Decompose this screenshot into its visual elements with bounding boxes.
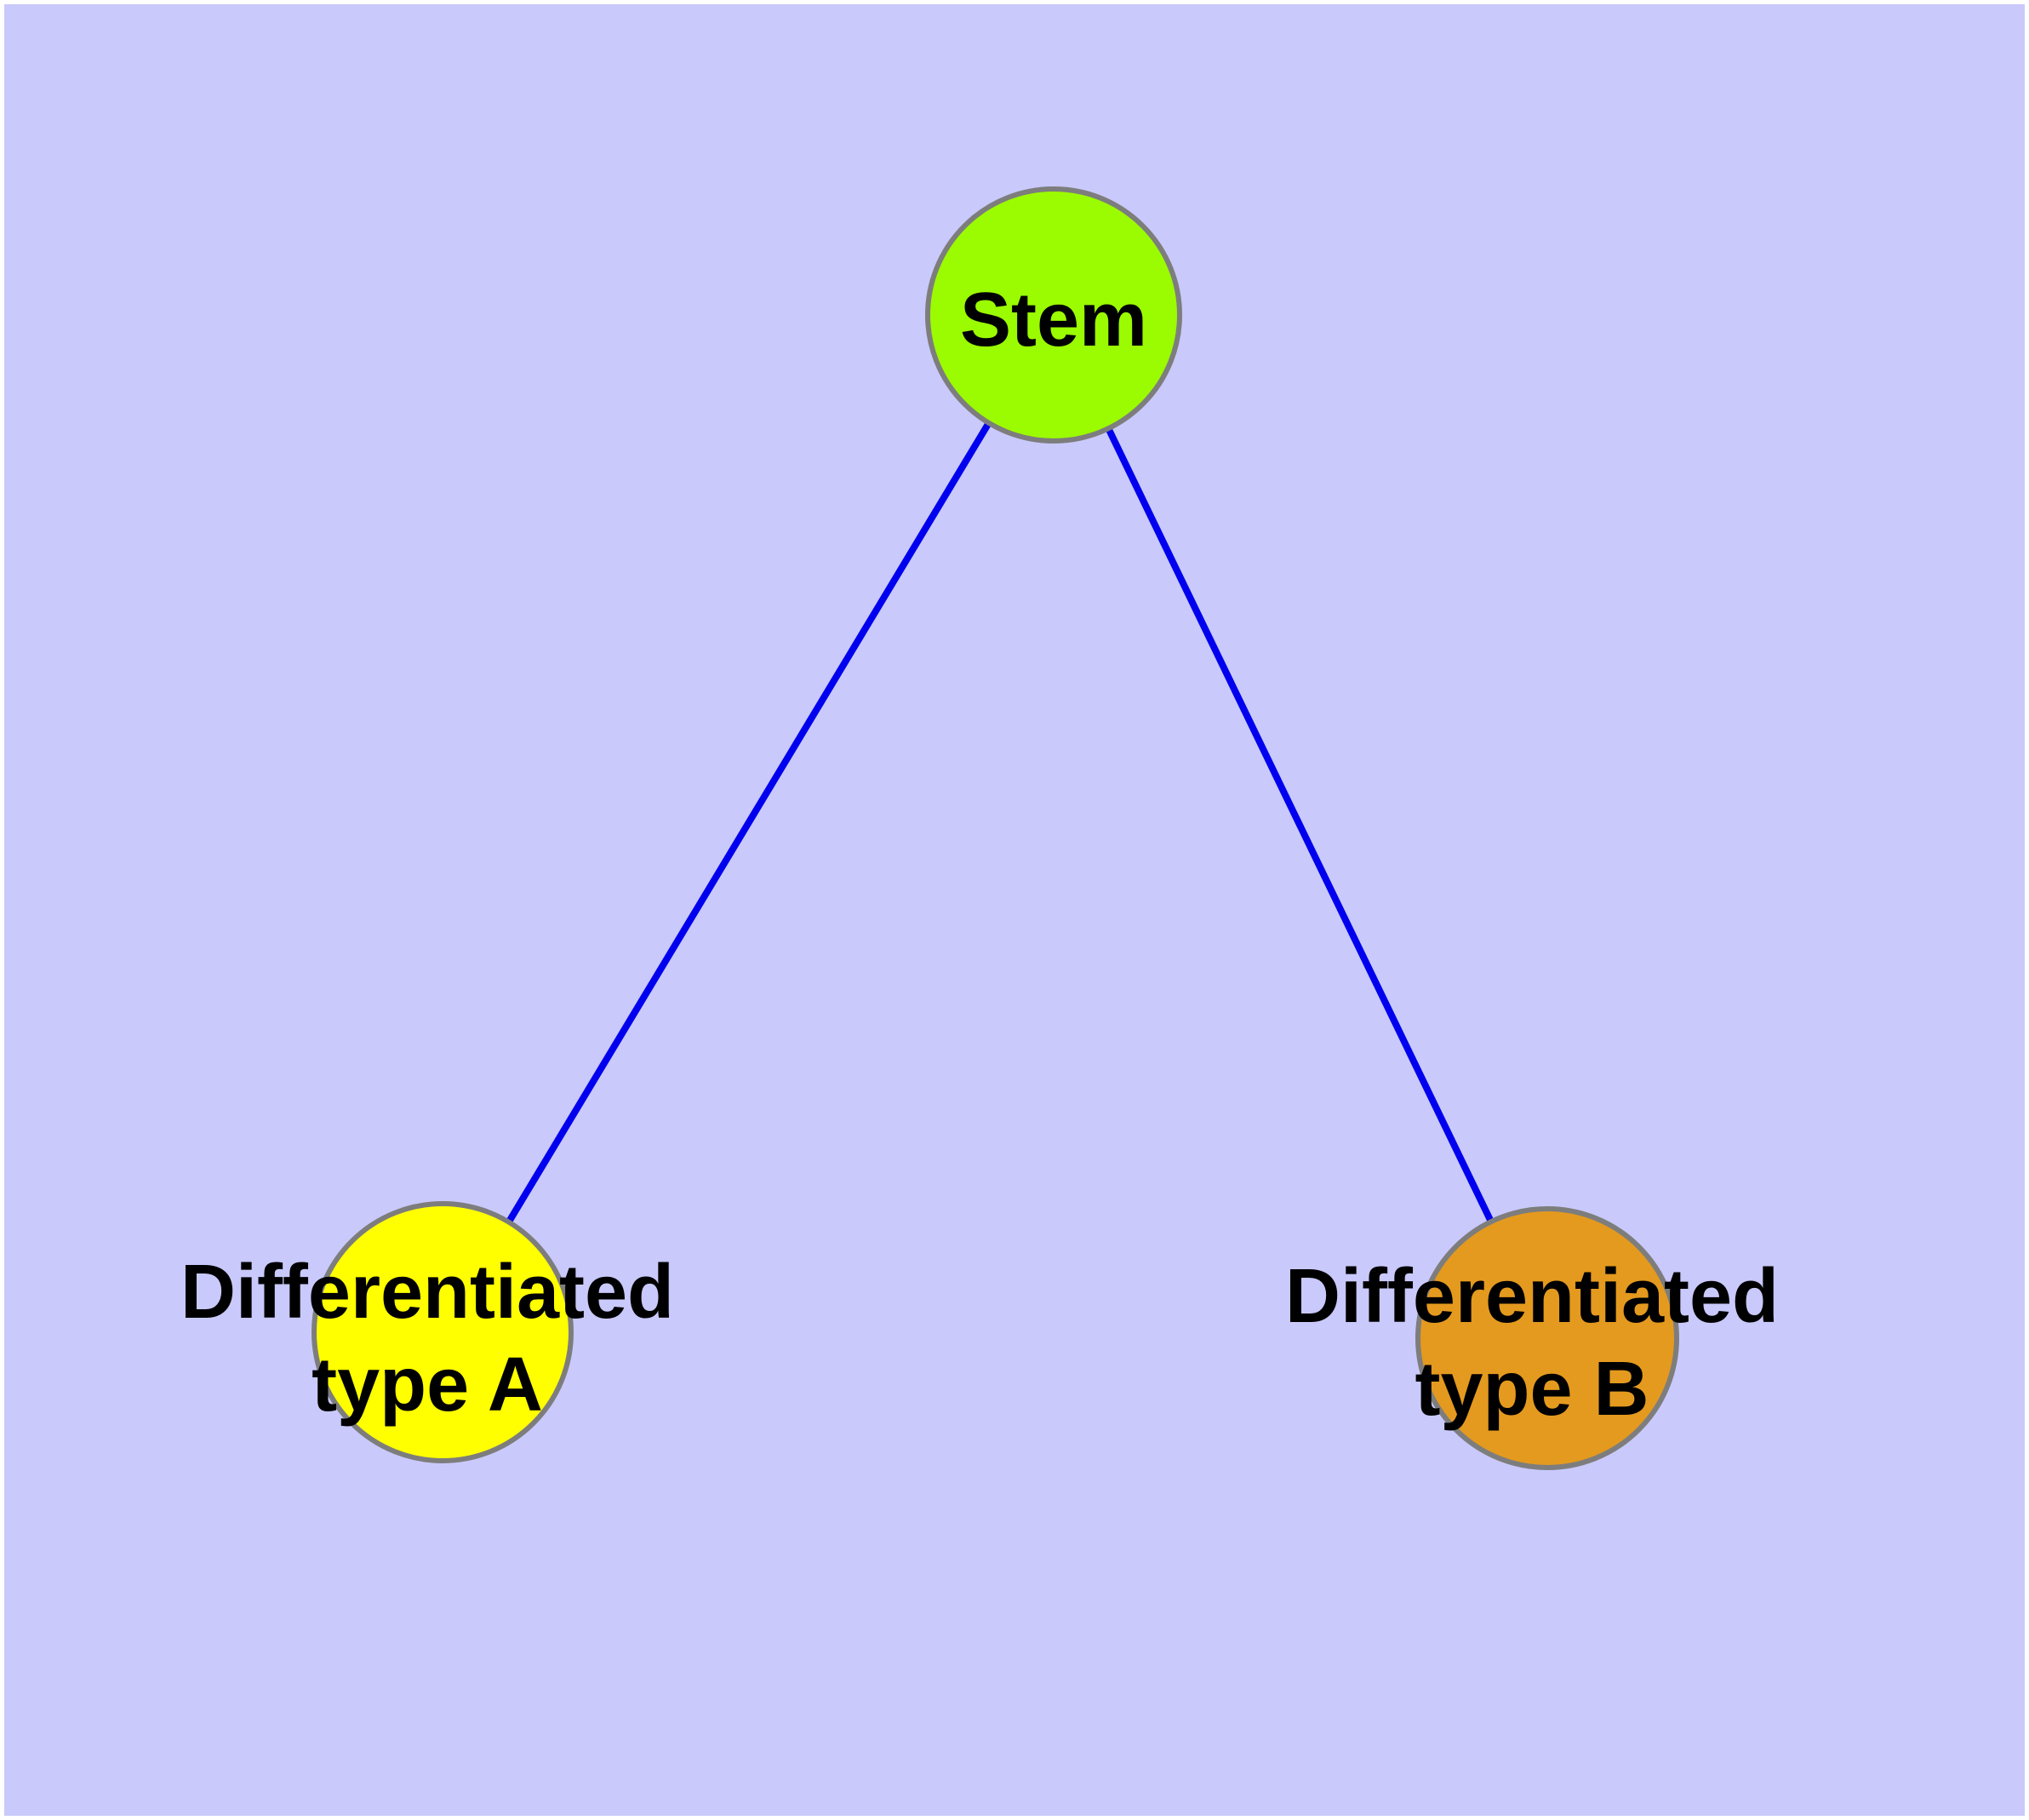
type-b-label-line2: type B bbox=[1415, 1347, 1649, 1432]
edge-stem-to-type-a bbox=[439, 312, 1057, 1335]
type-b-node-circle bbox=[1415, 1206, 1679, 1470]
type-a-node-circle bbox=[311, 1201, 574, 1463]
edge-stem-to-type-b bbox=[1050, 313, 1551, 1340]
type-a-label-line1: Differentiated bbox=[180, 1250, 674, 1335]
type-b-label-line1: Differentiated bbox=[1285, 1254, 1779, 1339]
stem-node-label: Stem bbox=[960, 278, 1147, 363]
type-a-label-line2: type A bbox=[311, 1342, 543, 1428]
stem-node-circle bbox=[925, 186, 1182, 444]
